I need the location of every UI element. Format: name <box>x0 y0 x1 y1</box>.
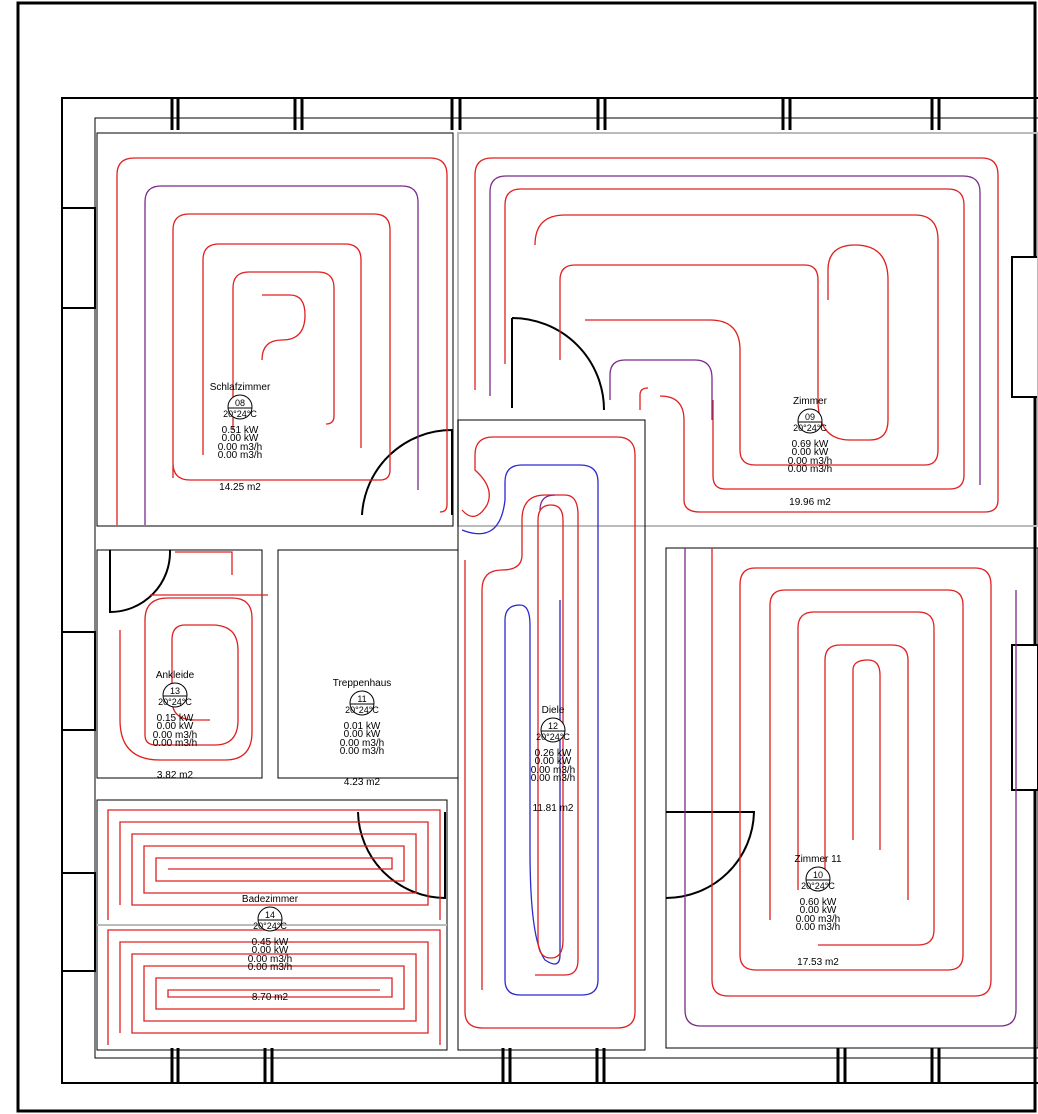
room-flow-2: 0.00 m3/h <box>796 922 840 933</box>
room-area: 11.81 m2 <box>533 803 574 814</box>
room-area: 8.70 m2 <box>252 992 289 1003</box>
room-power-1: 0.01 kW <box>344 721 381 732</box>
room-flow-1: 0.00 m3/h <box>796 914 840 925</box>
room-area: 3.82 m2 <box>157 770 194 781</box>
room-power-2: 0.00 kW <box>252 945 289 956</box>
room-power-1: 0.45 kW <box>252 937 289 948</box>
room-marker-circle <box>162 682 188 708</box>
room-flow-1: 0.00 m3/h <box>153 730 197 741</box>
room-number: 13 <box>170 686 180 696</box>
room-marker-circle <box>797 408 823 434</box>
room-number: 11 <box>357 694 366 704</box>
room-power-1: 0.51 kW <box>222 425 259 436</box>
room-power-2: 0.00 kW <box>157 721 194 732</box>
room-marker-circle <box>805 866 831 892</box>
pipes-badezimmer <box>107 809 441 1045</box>
room-area: 19.96 m2 <box>789 497 831 508</box>
room-marker-circle <box>349 690 375 716</box>
room-temperature: 20°24°C <box>536 732 570 742</box>
interior-walls <box>96 132 1038 1051</box>
room-power-1: 0.26 kW <box>535 748 572 759</box>
room-flow-1: 0.00 m3/h <box>248 954 292 965</box>
pipes-ankleide <box>119 551 268 761</box>
room-flow-2: 0.00 m3/h <box>788 464 832 475</box>
room-flow-2: 0.00 m3/h <box>218 450 262 461</box>
room-temperature: 20°24°C <box>223 409 257 419</box>
room-name: Zimmer <box>793 396 828 407</box>
pipes-zimmer11 <box>684 548 1017 1027</box>
room-temperature: 20°24°C <box>345 705 379 715</box>
room-temperature: 20°24°C <box>158 697 192 707</box>
room-marker-circle <box>227 394 253 420</box>
room-flow-1: 0.00 m3/h <box>340 738 384 749</box>
room-name: Diele <box>542 705 565 716</box>
room-power-1: 0.60 kW <box>800 897 837 908</box>
room-area: 14.25 m2 <box>219 482 261 493</box>
pipes-schlafzimmer <box>116 157 448 525</box>
room-name: Schlafzimmer <box>210 382 271 393</box>
room-marker-circle <box>257 906 283 932</box>
doors <box>109 317 756 900</box>
room-number: 12 <box>548 721 558 731</box>
room-power-2: 0.00 kW <box>344 729 381 740</box>
room-power-1: 0.15 kW <box>157 713 194 724</box>
heating-pipes <box>107 157 1017 1045</box>
room-flow-2: 0.00 m3/h <box>248 962 292 973</box>
room-area: 4.23 m2 <box>344 777 381 788</box>
room-flow-2: 0.00 m3/h <box>340 746 384 757</box>
room-flow-2: 0.00 m3/h <box>531 773 575 784</box>
pipes-diele <box>461 436 636 1029</box>
room-number: 14 <box>265 910 275 920</box>
room-power-2: 0.00 kW <box>535 756 572 767</box>
room-name: Badezimmer <box>242 894 299 905</box>
room-number: 10 <box>813 870 823 880</box>
room-flow-1: 0.00 m3/h <box>531 765 575 776</box>
room-name: Ankleide <box>156 670 195 681</box>
room-power-2: 0.00 kW <box>800 905 837 916</box>
room-flow-1: 0.00 m3/h <box>218 442 262 453</box>
room-power-2: 0.00 kW <box>222 433 259 444</box>
pipes-zimmer09 <box>474 157 999 513</box>
room-power-1: 0.69 kW <box>792 439 829 450</box>
room-area: 17.53 m2 <box>797 957 839 968</box>
room-flow-1: 0.00 m3/h <box>788 456 832 467</box>
room-temperature: 20°24°C <box>793 423 827 433</box>
room-marker-circle <box>540 717 566 743</box>
page-frame <box>16 1 1037 1113</box>
room-name: Zimmer 11 <box>794 854 841 865</box>
room-power-2: 0.00 kW <box>792 447 829 458</box>
room-flow-2: 0.00 m3/h <box>153 738 197 749</box>
room-number: 08 <box>235 398 245 408</box>
room-temperature: 20°24°C <box>801 881 835 891</box>
room-name: Treppenhaus <box>333 678 392 689</box>
room-temperature: 20°24°C <box>253 921 287 931</box>
room-number: 09 <box>805 412 815 422</box>
